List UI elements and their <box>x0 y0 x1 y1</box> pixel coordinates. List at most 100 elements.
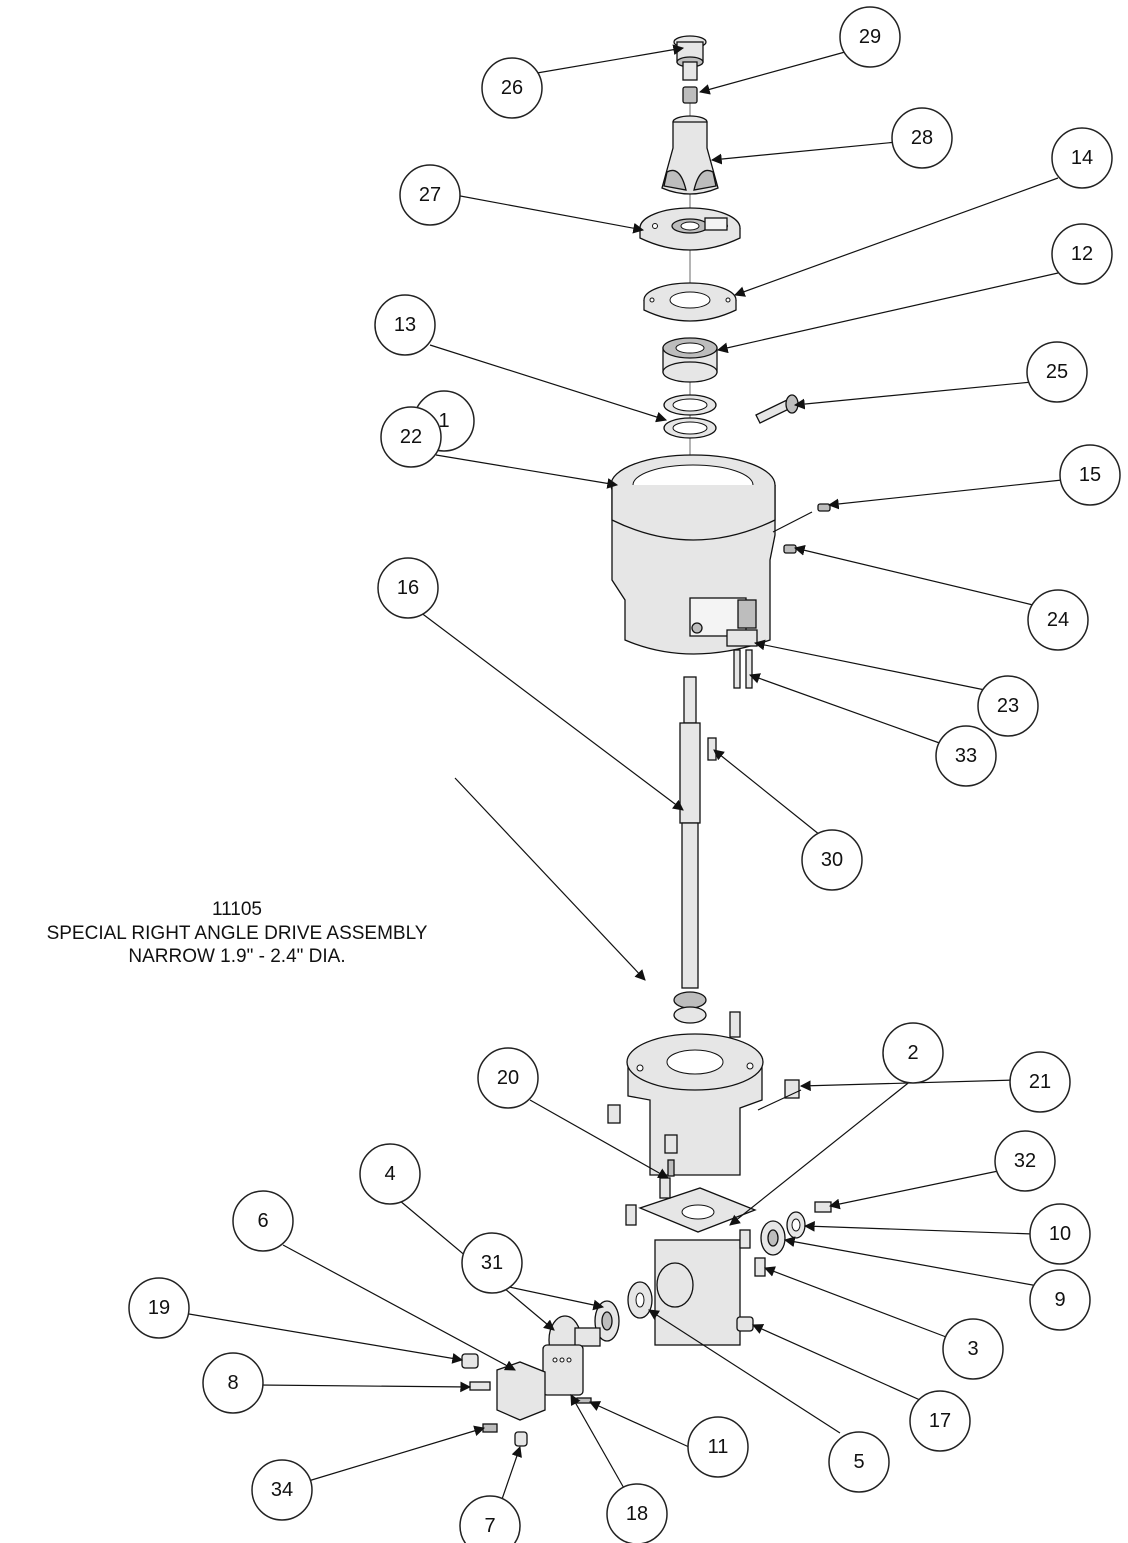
svg-text:22: 22 <box>400 426 422 448</box>
part-15-set-screw <box>817 503 831 512</box>
callout-10: 10 <box>1029 1203 1091 1265</box>
part-6-end-block <box>496 1361 546 1421</box>
callout-3: 3 <box>942 1318 1004 1380</box>
callout-11: 11 <box>687 1416 749 1478</box>
parts-illustration <box>461 35 832 1447</box>
svg-text:3: 3 <box>967 1338 978 1360</box>
callout-9: 9 <box>1029 1269 1091 1331</box>
callout-32: 32 <box>994 1130 1056 1192</box>
part-32-screw <box>814 1201 832 1213</box>
part-23-clamp-block <box>726 629 758 647</box>
part-5-gear <box>627 1262 694 1319</box>
callout-5: 5 <box>828 1431 890 1493</box>
part-19-nut <box>461 1353 479 1369</box>
svg-text:19: 19 <box>148 1297 170 1319</box>
part-8-screw <box>469 1381 491 1391</box>
callout-26: 26 <box>481 57 543 119</box>
svg-text:33: 33 <box>955 745 977 767</box>
svg-text:11: 11 <box>708 1436 729 1458</box>
assembly-title-line1: SPECIAL RIGHT ANGLE DRIVE ASSEMBLY <box>47 923 428 944</box>
svg-text:28: 28 <box>911 127 933 149</box>
assembly-title: 11105 SPECIAL RIGHT ANGLE DRIVE ASSEMBLY… <box>47 899 428 967</box>
part-16-drive-shaft <box>673 676 707 1024</box>
svg-text:23: 23 <box>997 695 1019 717</box>
part-7-nut <box>514 1431 528 1447</box>
callout-33: 33 <box>935 725 997 787</box>
callout-4: 4 <box>359 1143 421 1205</box>
callout-14: 14 <box>1051 127 1113 189</box>
part-24-set-screw <box>783 544 797 554</box>
svg-text:29: 29 <box>859 26 881 48</box>
part-13-washers <box>663 394 717 439</box>
callout-24: 24 <box>1027 589 1089 651</box>
part-34-screw <box>482 1423 498 1433</box>
svg-text:20: 20 <box>497 1067 519 1089</box>
svg-text:31: 31 <box>481 1252 503 1274</box>
callout-31: 31 <box>461 1232 523 1294</box>
callout-34: 34 <box>251 1459 313 1521</box>
part-29-small-nut <box>682 86 698 104</box>
svg-text:13: 13 <box>394 314 416 336</box>
part-25-screw <box>755 394 799 424</box>
svg-text:9: 9 <box>1054 1289 1065 1311</box>
svg-text:4: 4 <box>384 1163 395 1185</box>
svg-text:25: 25 <box>1046 361 1068 383</box>
callout-2: 2 <box>882 1022 944 1084</box>
svg-text:14: 14 <box>1071 147 1093 169</box>
part-3-screw <box>754 1257 766 1277</box>
part-22-main-housing <box>610 454 776 655</box>
callout-29: 29 <box>839 6 901 68</box>
svg-text:15: 15 <box>1079 464 1101 486</box>
callouts: 1 2 3 4 5 6 7 8 9 10 11 12 13 14 15 16 1… <box>128 6 1121 1543</box>
callout-25: 25 <box>1026 341 1088 403</box>
callout-17: 17 <box>909 1390 971 1452</box>
part-20-pin <box>667 1159 675 1177</box>
callout-28: 28 <box>891 107 953 169</box>
assembly-part-number: 11105 <box>212 899 262 920</box>
svg-text:27: 27 <box>419 184 441 206</box>
svg-text:18: 18 <box>626 1503 648 1525</box>
callout-16: 16 <box>377 557 439 619</box>
svg-text:17: 17 <box>929 1410 951 1432</box>
part-31-bearing <box>594 1300 620 1342</box>
svg-text:1: 1 <box>438 410 449 432</box>
assembly-title-line2: NARROW 1.9" - 2.4" DIA. <box>128 946 345 967</box>
svg-text:24: 24 <box>1047 609 1069 631</box>
svg-text:16: 16 <box>397 577 419 599</box>
part-18-plate <box>542 1344 584 1396</box>
callout-20: 20 <box>477 1047 539 1109</box>
part-21-screws <box>607 1079 800 1154</box>
svg-text:21: 21 <box>1029 1071 1051 1093</box>
part-9-bearing <box>760 1220 786 1256</box>
callout-18: 18 <box>606 1483 668 1543</box>
part-2-gear-housing <box>625 1177 757 1346</box>
callout-6: 6 <box>232 1190 294 1252</box>
callout-15: 15 <box>1059 444 1121 506</box>
part-17-nut <box>736 1316 754 1332</box>
callout-8: 8 <box>202 1352 264 1414</box>
callout-27: 27 <box>399 164 461 226</box>
svg-text:12: 12 <box>1071 243 1093 265</box>
part-33-screws <box>733 649 753 689</box>
callout-22: 22 <box>380 406 442 468</box>
callout-19: 19 <box>128 1277 190 1339</box>
part-27-flange-plate <box>639 207 741 251</box>
callout-7: 7 <box>459 1495 521 1543</box>
svg-text:10: 10 <box>1049 1223 1071 1245</box>
part-26-collet-nut <box>673 35 707 81</box>
svg-text:26: 26 <box>501 77 523 99</box>
svg-text:7: 7 <box>484 1515 495 1537</box>
callout-13: 13 <box>374 294 436 356</box>
part-12-bearing <box>662 337 718 383</box>
svg-text:6: 6 <box>257 1210 268 1232</box>
part-28-cone-cover <box>661 115 719 195</box>
svg-text:2: 2 <box>907 1042 918 1064</box>
part-10-washer <box>786 1211 806 1239</box>
leader-lines <box>182 44 1063 1506</box>
svg-text:32: 32 <box>1014 1150 1036 1172</box>
svg-text:34: 34 <box>271 1479 293 1501</box>
part-14-seal-plate <box>643 282 737 322</box>
svg-text:5: 5 <box>853 1451 864 1473</box>
part-30-key <box>707 737 717 761</box>
